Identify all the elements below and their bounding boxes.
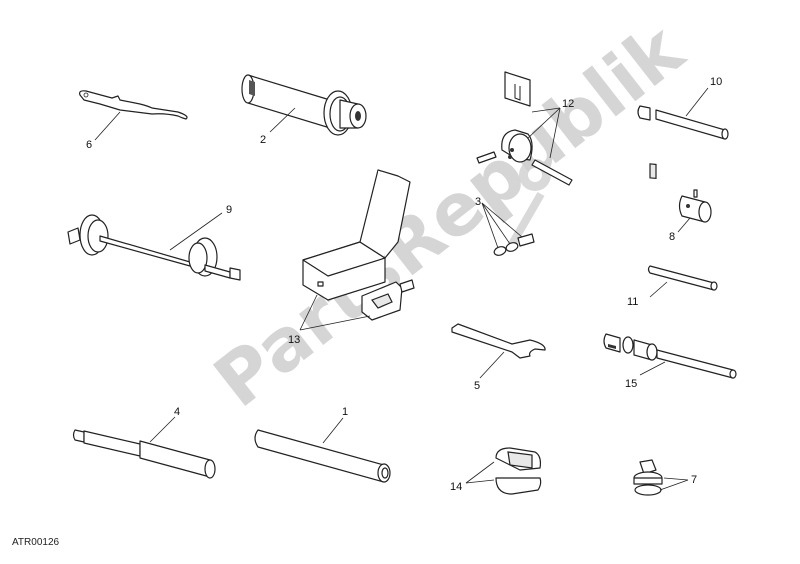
callout-6: 6: [86, 139, 92, 151]
part-5-open-end-wrench[interactable]: 5: [451, 323, 546, 392]
part-9-puller[interactable]: 9: [67, 204, 241, 281]
part-13-toolbox[interactable]: 13: [288, 169, 415, 346]
part-15-extension-tool[interactable]: 15: [603, 333, 737, 390]
callout-5: 5: [474, 380, 480, 392]
callout-12: 12: [562, 98, 574, 110]
callout-15: 15: [625, 378, 637, 390]
callout-2: 2: [260, 134, 266, 146]
watermark-wrench-icon: [507, 192, 545, 248]
callout-13: 13: [288, 334, 300, 346]
watermark-text: PartsRepublik: [199, 6, 700, 423]
part-10-stepped-pin[interactable]: 10: [637, 76, 729, 180]
callout-8: 8: [669, 231, 675, 243]
callout-9: 9: [226, 204, 232, 216]
part-3-clips[interactable]: 3: [475, 196, 535, 257]
part-14-split-collar[interactable]: 14: [450, 447, 542, 495]
callout-10: 10: [710, 76, 722, 88]
callout-11: 11: [627, 296, 638, 308]
watermark: PartsRepublik: [199, 6, 700, 423]
part-7-adapter-plug[interactable]: 7: [633, 459, 697, 496]
callout-3: 3: [475, 196, 481, 208]
callout-7: 7: [691, 474, 697, 486]
callout-14: 14: [450, 481, 462, 493]
part-2-flanged-bushing[interactable]: 2: [241, 74, 367, 146]
part-6-hook-spanner[interactable]: 6: [79, 90, 188, 151]
callout-1: 1: [342, 406, 348, 418]
part-1-sleeve[interactable]: 1: [254, 406, 391, 483]
reference-code: ATR00126: [12, 537, 60, 548]
part-11-straight-pin[interactable]: 11: [627, 265, 718, 308]
part-12-timing-tool-set[interactable]: 12: [476, 71, 574, 186]
callout-4: 4: [174, 406, 180, 418]
part-8-small-bushing[interactable]: 8: [669, 189, 712, 243]
part-4-stepped-shaft[interactable]: 4: [72, 406, 216, 479]
